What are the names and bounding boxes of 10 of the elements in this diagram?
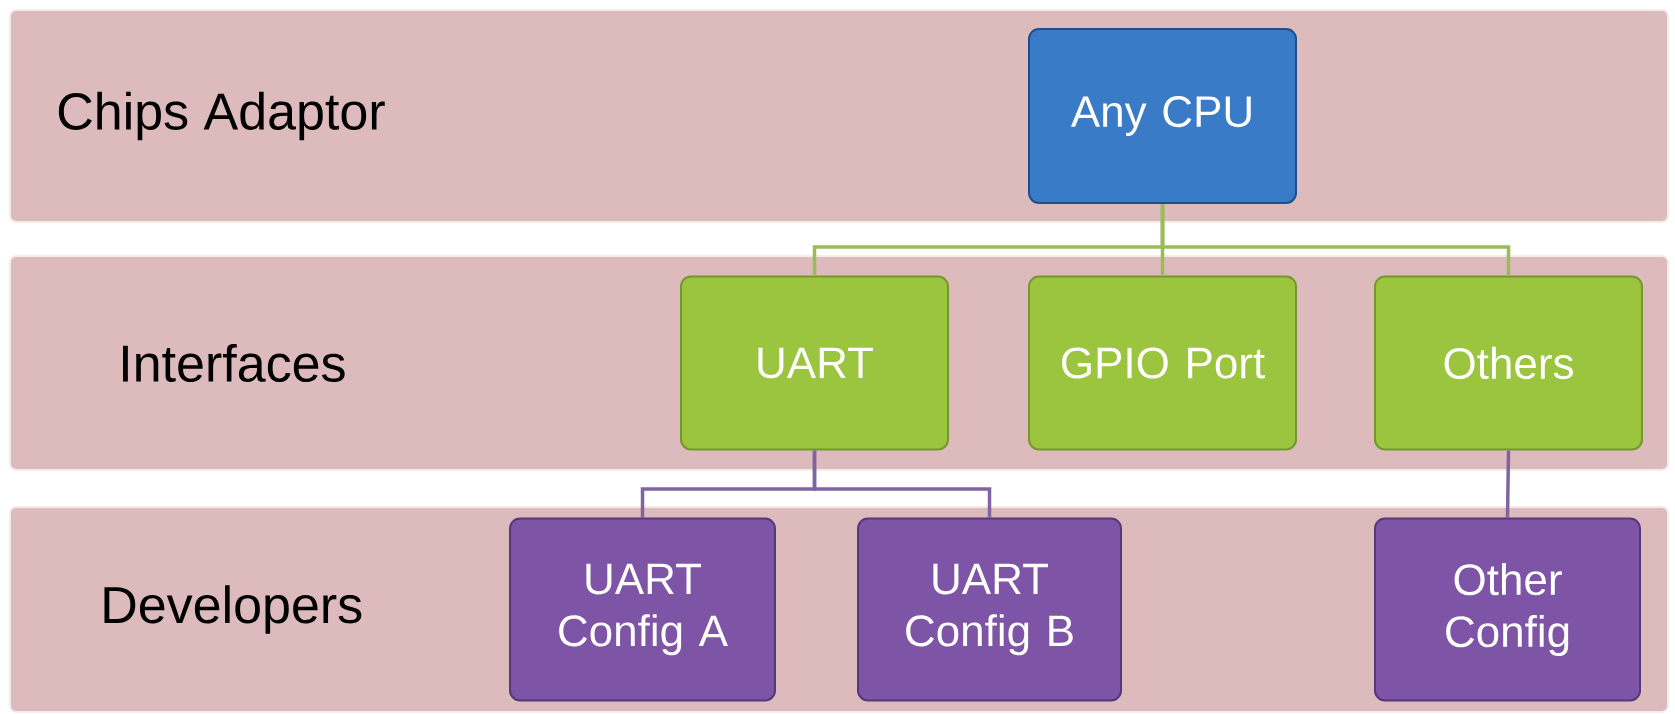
process-box: GPIO Port <box>1028 275 1297 451</box>
process-box: Any CPU <box>1028 28 1297 204</box>
process-box: Others <box>1374 275 1643 451</box>
connector-line <box>812 450 992 518</box>
process-box: UART Config A <box>509 517 776 702</box>
process-box: Other Config <box>1374 517 1641 702</box>
connector-line <box>1505 450 1511 518</box>
process-box: UART Config B <box>857 517 1122 702</box>
process-box: UART <box>680 275 949 451</box>
connector-line <box>1160 204 1511 276</box>
